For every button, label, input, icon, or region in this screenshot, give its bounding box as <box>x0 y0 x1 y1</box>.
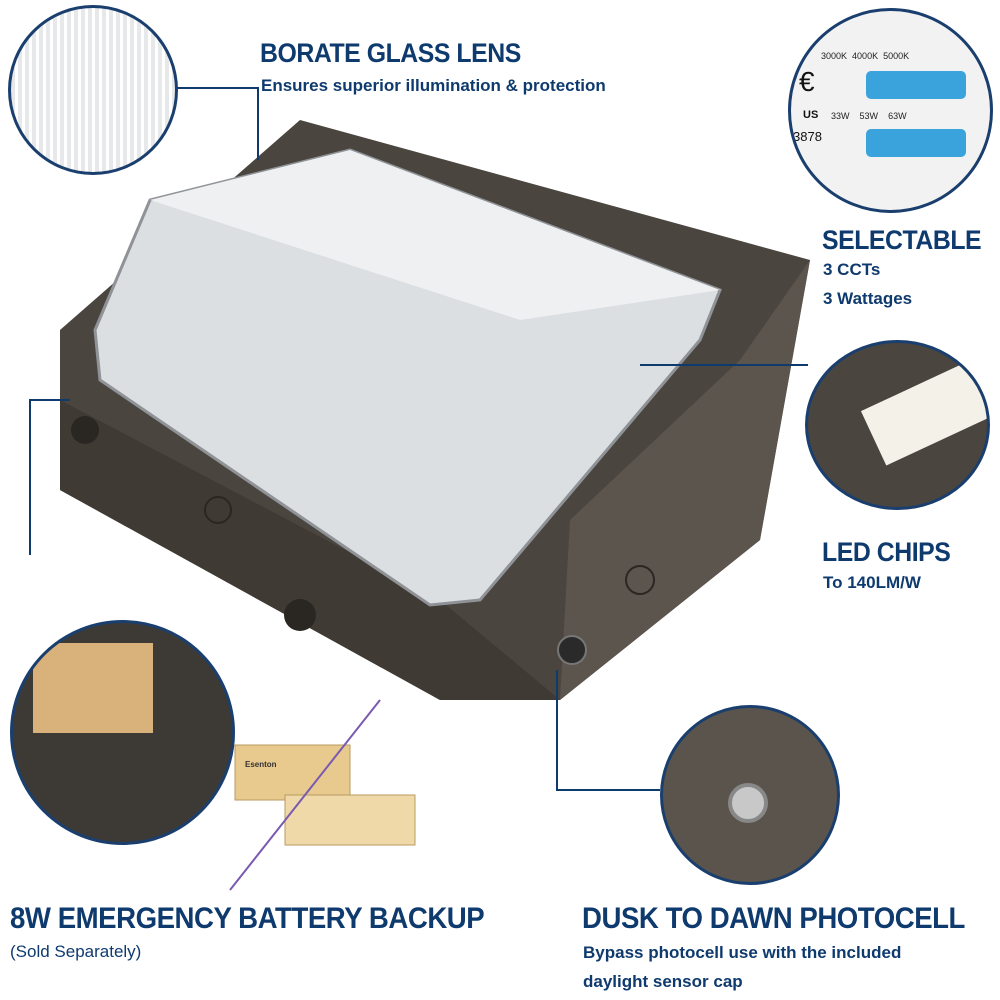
led-detail-circle <box>805 340 990 510</box>
ul-mark: US <box>803 109 819 121</box>
led-board <box>860 360 987 466</box>
screw-icon <box>625 565 655 595</box>
wattage-labels: 33W 53W 63W <box>831 111 907 121</box>
battery-module <box>284 794 416 846</box>
cert-number: 3878 <box>793 129 822 144</box>
battery-wiring-circle <box>10 620 235 845</box>
screw-icon <box>204 496 232 524</box>
battery-module <box>234 744 351 801</box>
led-subtitle: To 140LM/W <box>823 573 921 592</box>
fixture-side <box>560 260 810 700</box>
battery-title: 8W EMERGENCY BATTERY BACKUP <box>10 902 485 935</box>
knob-icon <box>71 416 99 444</box>
photocell-title: DUSK TO DAWN PHOTOCELL <box>582 902 965 935</box>
selectable-wattage: 3 Wattages <box>823 289 913 308</box>
wattage-switch[interactable] <box>866 129 966 157</box>
cct-labels: 3000K 4000K 5000K <box>821 51 910 61</box>
photocell-icon <box>557 635 587 665</box>
photocell-detail-circle <box>660 705 840 885</box>
selectable-cct: 3 CCTs <box>823 260 881 279</box>
photocell-line1: Bypass photocell use with the included <box>583 943 902 962</box>
selector-detail-circle: 3000K 4000K 5000K 33W 53W 63W € US 3878 <box>788 8 993 213</box>
lens-detail-circle <box>8 5 178 175</box>
battery-brand: Esenton <box>245 760 277 769</box>
selectable-title: SELECTABLE <box>822 225 982 255</box>
lens-title: BORATE GLASS LENS <box>260 38 521 68</box>
ce-mark-icon: € <box>799 66 815 97</box>
lens-subtitle: Ensures superior illumination & protecti… <box>261 76 606 95</box>
knob-icon <box>284 599 316 631</box>
photocell-line2: daylight sensor cap <box>583 972 743 991</box>
fixture-bottom <box>60 400 560 700</box>
led-title: LED CHIPS <box>822 537 951 567</box>
battery-subtitle: (Sold Separately) <box>10 942 142 961</box>
cct-switch[interactable] <box>866 71 966 99</box>
